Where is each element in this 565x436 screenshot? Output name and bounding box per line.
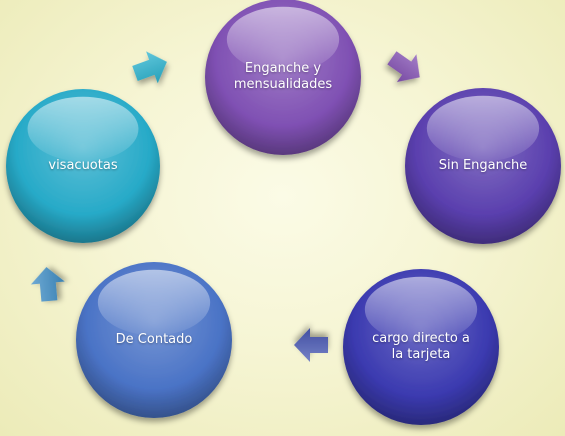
node-gloss-cargo-directo <box>364 276 478 343</box>
node-gloss-de-contado <box>97 269 211 336</box>
node-sin-enganche <box>405 88 561 244</box>
node-gloss-visacuotas <box>27 96 139 162</box>
node-cargo-directo <box>343 269 499 425</box>
node-de-contado <box>76 262 232 418</box>
nodes-layer <box>6 0 561 425</box>
arrows-layer <box>30 51 420 362</box>
arrow-cargo-directo-to-de-contado-icon <box>294 328 328 362</box>
node-visacuotas <box>6 89 160 243</box>
arrow-visacuotas-to-enganche-icon <box>132 51 167 84</box>
node-enganche <box>205 0 361 155</box>
arrow-enganche-to-sin-enganche-icon <box>387 51 420 83</box>
arrow-de-contado-to-visacuotas-icon <box>30 267 65 302</box>
node-gloss-sin-enganche <box>426 95 540 162</box>
node-gloss-enganche <box>226 6 340 73</box>
